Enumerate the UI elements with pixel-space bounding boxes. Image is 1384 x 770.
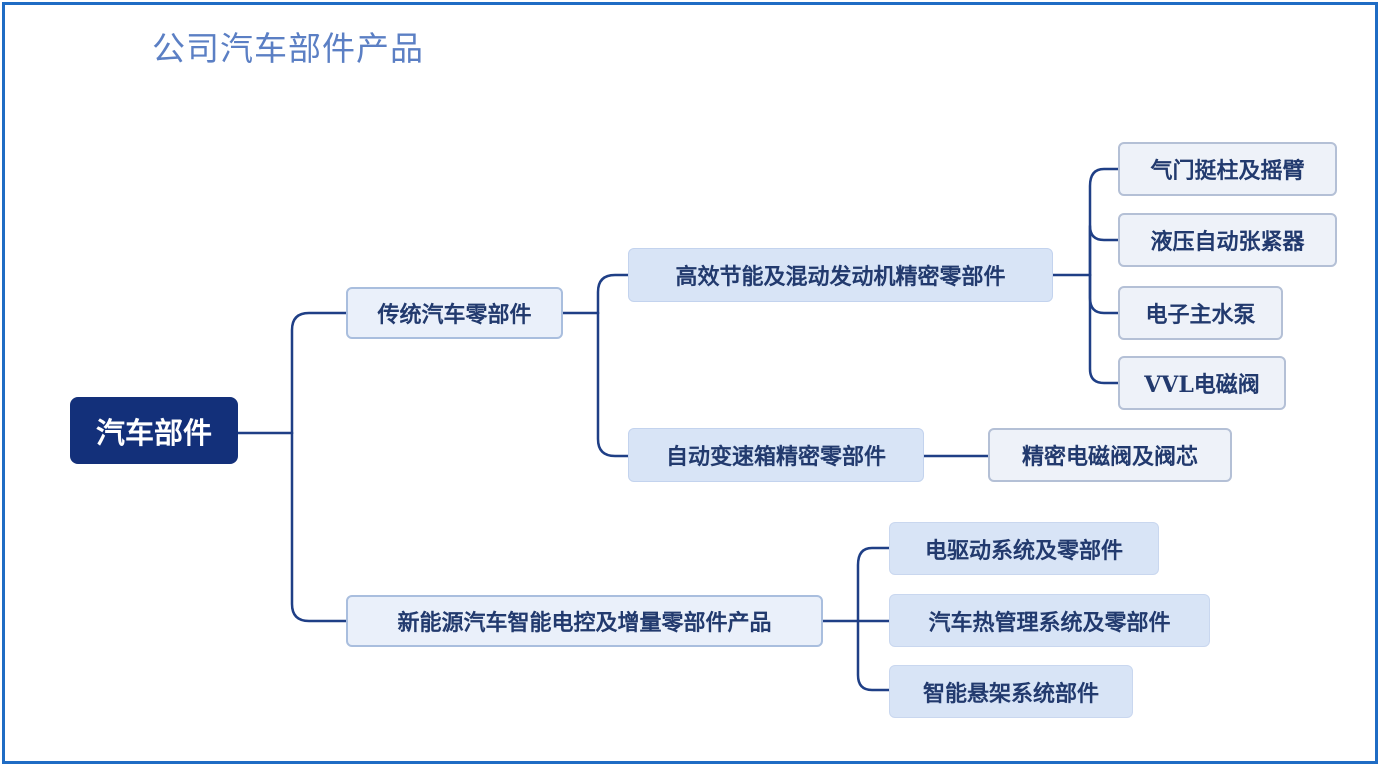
node-traditional-parts-label: 传统汽车零部件: [377, 302, 532, 328]
leaf-smart-suspension-label: 智能悬架系统部件: [922, 680, 1099, 707]
leaf-electric-drive[interactable]: 电驱动系统及零部件: [889, 522, 1159, 575]
node-engine-parts-label: 高效节能及混动发动机精密零部件: [675, 264, 1006, 290]
leaf-valve-lifter[interactable]: 气门挺柱及摇臂: [1118, 142, 1337, 196]
leaf-electric-drive-label: 电驱动系统及零部件: [924, 537, 1123, 564]
leaf-smart-suspension[interactable]: 智能悬架系统部件: [889, 665, 1133, 718]
node-nev-products-label: 新能源汽车智能电控及增量零部件产品: [397, 610, 772, 636]
leaf-valve-lifter-label: 气门挺柱及摇臂: [1150, 158, 1305, 184]
diagram-title: 公司汽车部件产品: [152, 29, 424, 68]
node-traditional-parts[interactable]: 传统汽车零部件: [346, 287, 563, 339]
leaf-precision-solenoid-label: 精密电磁阀及阀芯: [1021, 444, 1198, 470]
leaf-thermal-management-label: 汽车热管理系统及零部件: [928, 609, 1171, 636]
leaf-vvl-solenoid[interactable]: VVL电磁阀: [1118, 356, 1286, 410]
node-nev-products[interactable]: 新能源汽车智能电控及增量零部件产品: [346, 595, 823, 647]
node-engine-parts[interactable]: 高效节能及混动发动机精密零部件: [628, 248, 1053, 302]
root-node-label: 汽车部件: [95, 415, 212, 450]
leaf-electric-water-pump[interactable]: 电子主水泵: [1118, 286, 1283, 340]
root-node[interactable]: 汽车部件: [70, 397, 238, 464]
node-gearbox-parts[interactable]: 自动变速箱精密零部件: [628, 428, 924, 482]
leaf-hydraulic-tensioner[interactable]: 液压自动张紧器: [1118, 213, 1337, 267]
leaf-hydraulic-tensioner-label: 液压自动张紧器: [1150, 229, 1305, 255]
leaf-thermal-management[interactable]: 汽车热管理系统及零部件: [889, 594, 1210, 647]
leaf-precision-solenoid[interactable]: 精密电磁阀及阀芯: [988, 428, 1232, 482]
leaf-vvl-solenoid-label: VVL电磁阀: [1144, 372, 1260, 398]
node-gearbox-parts-label: 自动变速箱精密零部件: [665, 444, 886, 470]
leaf-electric-water-pump-label: 电子主水泵: [1145, 302, 1256, 328]
